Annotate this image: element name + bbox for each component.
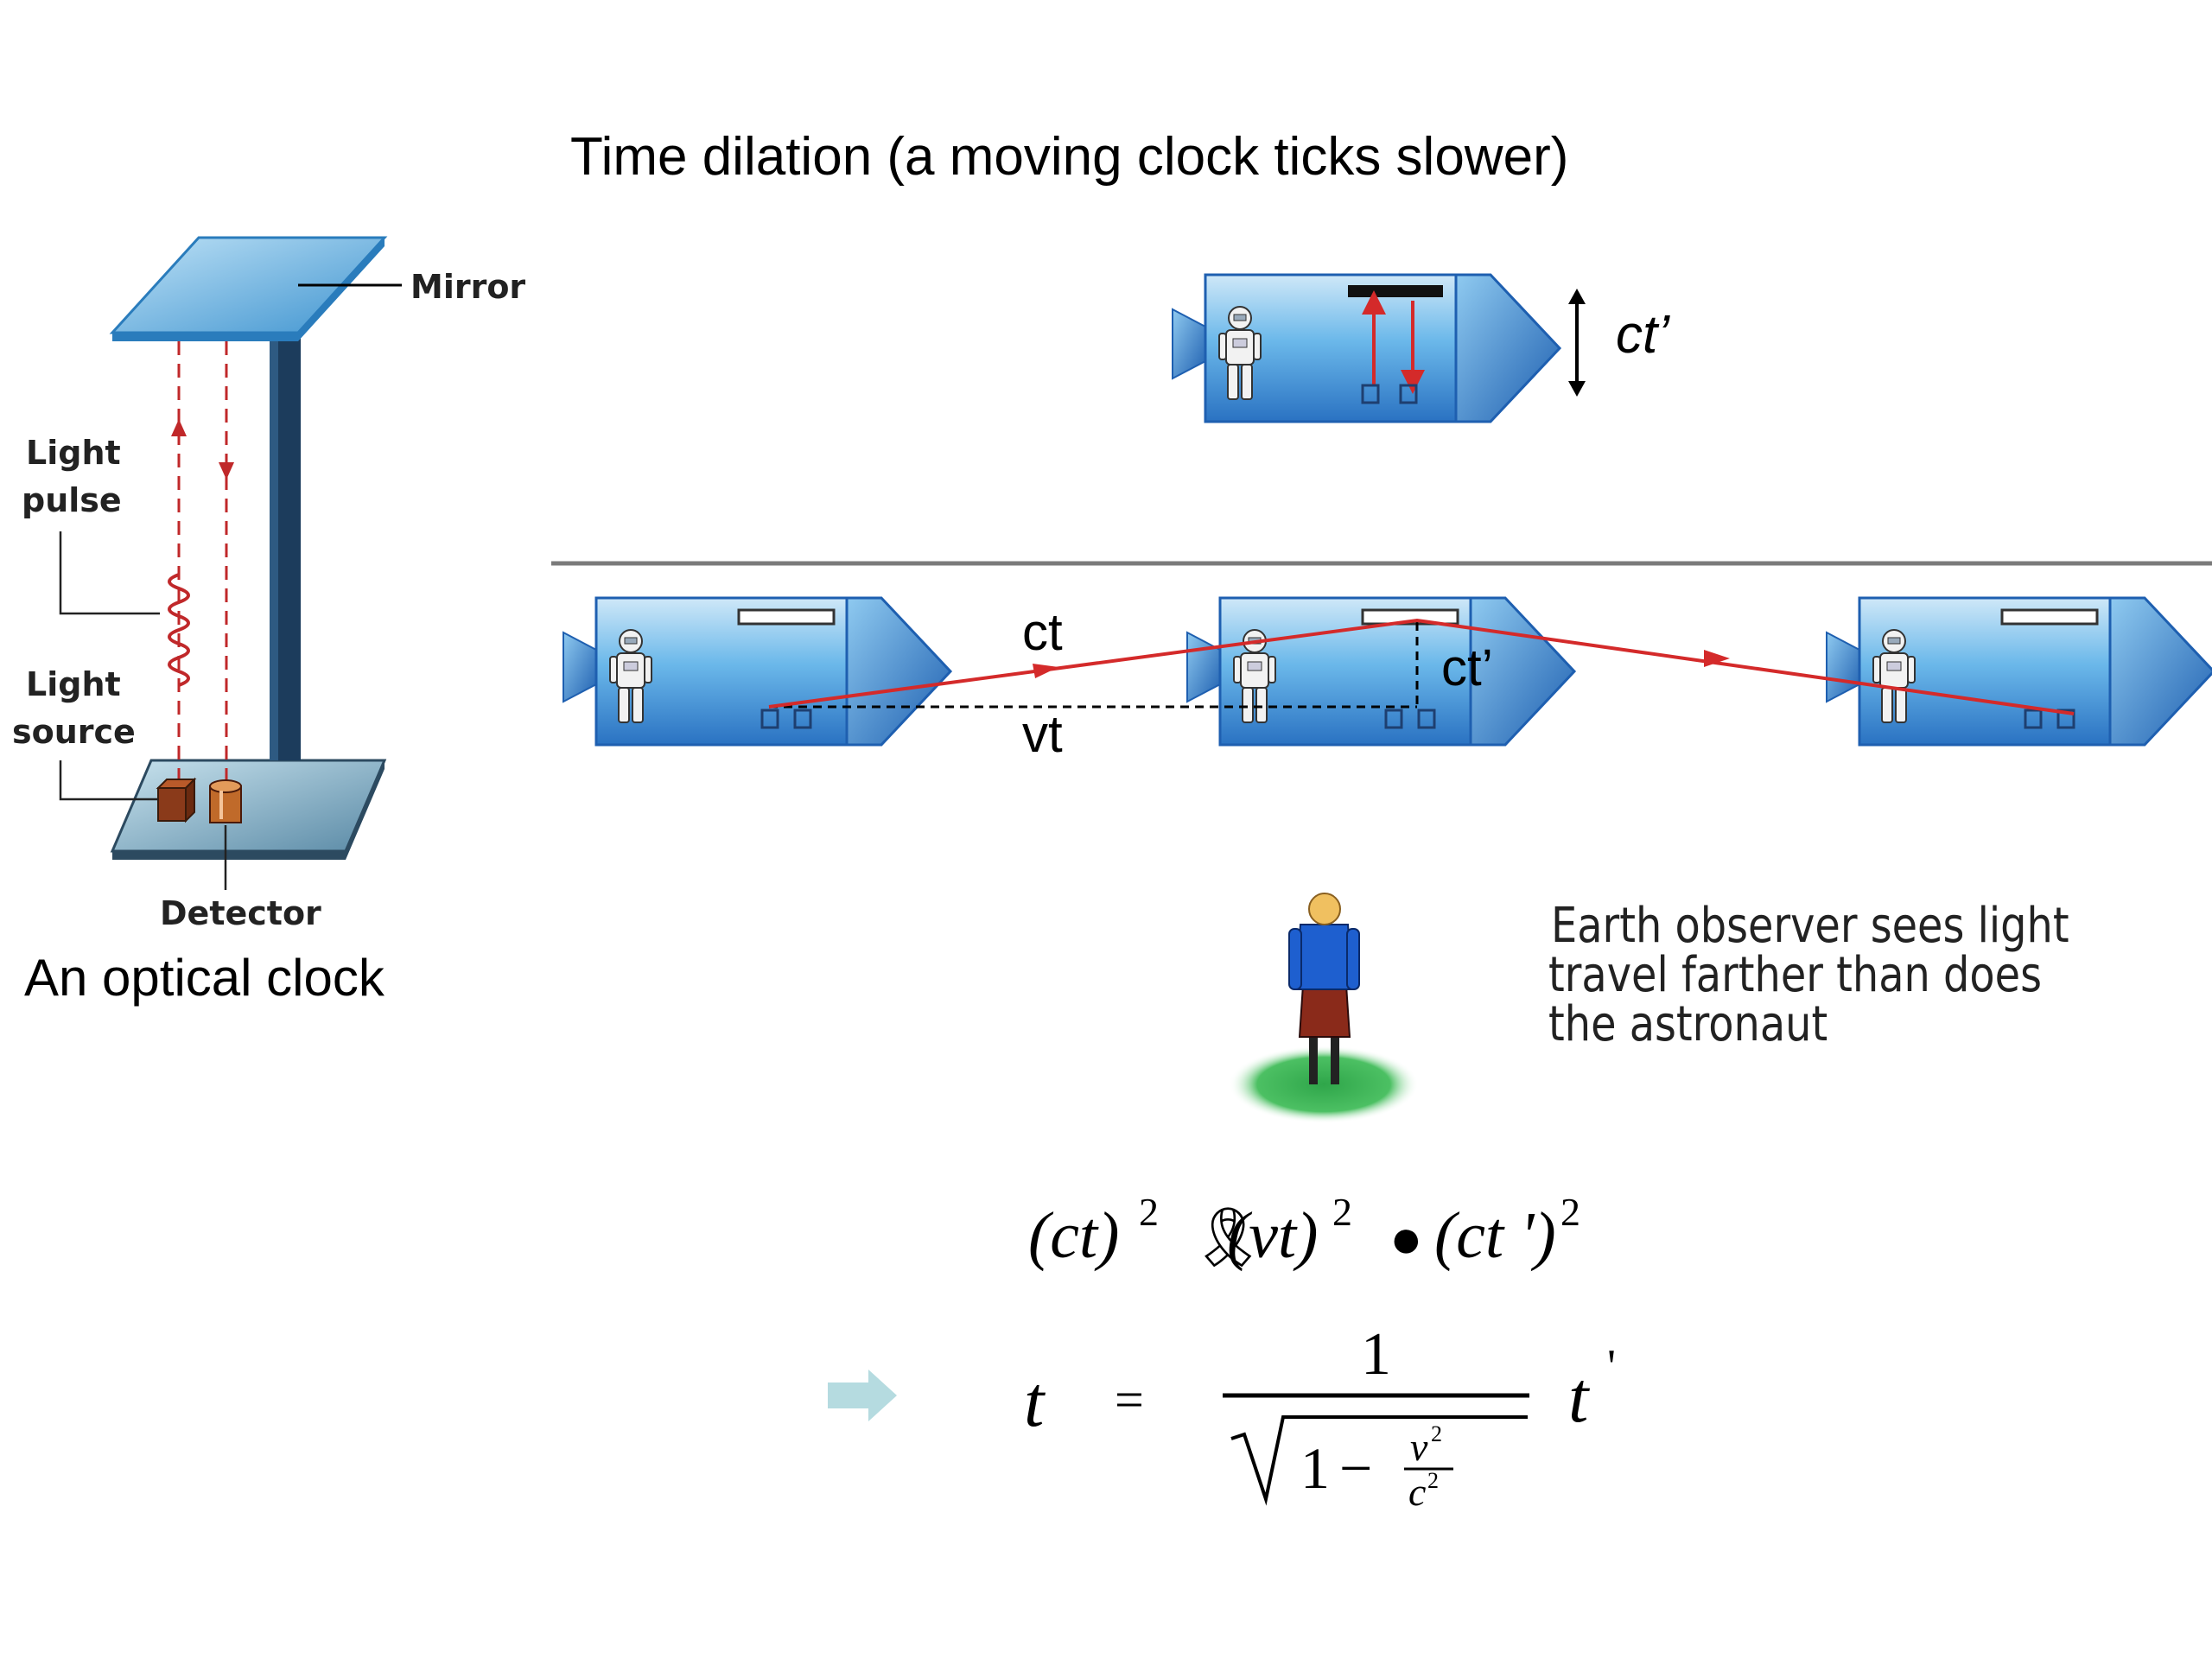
formula-v: v xyxy=(1410,1425,1428,1469)
eq-term1-exp: 2 xyxy=(1139,1190,1159,1234)
formula-radicand-one: 1 xyxy=(1300,1435,1330,1501)
hypotenuse-label: ct xyxy=(1022,603,1063,661)
eq-term2-exp: 2 xyxy=(1332,1190,1352,1234)
light-pulse-label-line1: Light xyxy=(26,434,121,472)
eq-op2-glyph: ● xyxy=(1389,1208,1423,1269)
eq-term2: (vt) xyxy=(1227,1199,1318,1272)
formula-rhs: t xyxy=(1568,1357,1591,1438)
formula-c: c xyxy=(1408,1470,1426,1514)
earth-observer xyxy=(1229,893,1419,1123)
pythagoras-equation: (ct) 2 🎗 (vt) 2 ● (ct ') 2 xyxy=(1028,1190,1580,1272)
rest-height-label: ct’ xyxy=(1616,305,1670,365)
observer-caption-line1: Earth observer sees light xyxy=(1551,898,2069,954)
formula-numerator: 1 xyxy=(1361,1321,1391,1388)
moving-rocket-3 xyxy=(1825,596,2212,747)
page-title: Time dilation (a moving clock ticks slow… xyxy=(570,127,1568,187)
height-label: ct’ xyxy=(1441,639,1493,696)
eq-term3-exp: 2 xyxy=(1560,1190,1580,1234)
observer-caption-line2: travel farther than does xyxy=(1548,947,2042,1003)
time-dilation-formula: t = 1 1 − v 2 c 2 t ' xyxy=(1024,1321,1616,1514)
observer-caption-line3: the astronaut xyxy=(1548,996,1827,1052)
formula-minus: − xyxy=(1339,1435,1372,1501)
light-path-arrow-1 xyxy=(1033,664,1058,678)
optical-clock-caption: An optical clock xyxy=(24,949,385,1007)
light-path-zigzag xyxy=(768,618,2075,715)
clock-base-plate xyxy=(110,759,387,853)
rest-height-arrow xyxy=(1568,289,1586,397)
mirror-label: Mirror xyxy=(410,268,525,306)
light-pulse-wave-icon xyxy=(168,573,190,687)
ground-patch xyxy=(1229,1046,1419,1123)
formula-equals: = xyxy=(1115,1371,1144,1428)
light-source-box xyxy=(157,787,187,822)
eq-op1-glyph: 🎗 xyxy=(1191,1205,1265,1270)
light-path-arrow-2 xyxy=(1704,650,1730,667)
moving-rocket-2 xyxy=(1185,596,1576,747)
formula-lhs: t xyxy=(1024,1362,1046,1442)
detector-label: Detector xyxy=(160,894,321,932)
formula-v-exp: 2 xyxy=(1431,1421,1442,1446)
light-pulse-label-line2: pulse xyxy=(22,481,122,519)
implies-arrow-icon xyxy=(828,1370,897,1421)
light-source-label-line1: Light xyxy=(26,665,121,703)
eq-term3: (ct ') xyxy=(1434,1199,1556,1272)
base-label: vt xyxy=(1022,705,1063,763)
rocket-at-rest xyxy=(1171,273,1561,423)
light-source-label-line2: source xyxy=(12,713,136,751)
formula-c-exp: 2 xyxy=(1427,1468,1439,1493)
radical-sign xyxy=(1230,1415,1528,1506)
eq-term1: (ct) xyxy=(1028,1199,1119,1272)
formula-rhs-prime: ' xyxy=(1607,1340,1616,1394)
moving-rocket-1 xyxy=(562,596,952,747)
optical-clock-illustration: Mirror Light pulse Light source Detector xyxy=(12,236,525,932)
